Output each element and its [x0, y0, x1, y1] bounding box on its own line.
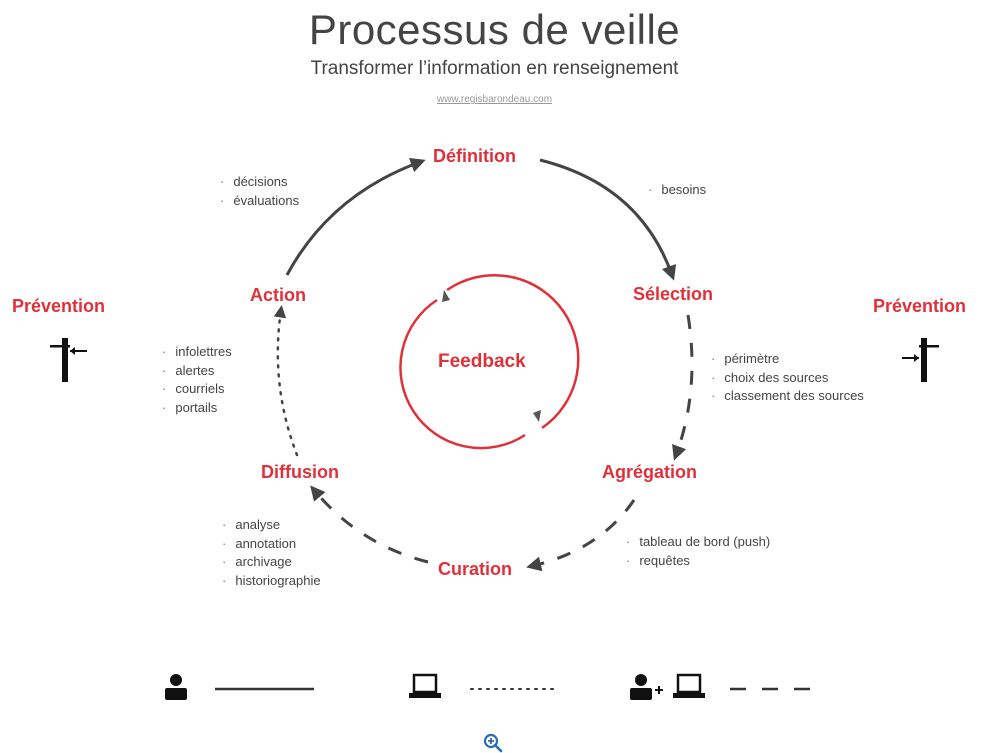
arrow-agregation-curation	[526, 499, 636, 572]
note-item: infolettres	[162, 343, 231, 362]
prevention-left-icon	[50, 338, 87, 382]
prevention-right-icon	[902, 338, 939, 382]
prevention-right-label: Prévention	[873, 296, 967, 316]
note-item: périmètre	[711, 350, 864, 369]
stage-curation: Curation	[438, 559, 512, 579]
zoom-in-icon	[483, 733, 503, 753]
note-item: besoins	[648, 181, 706, 200]
stage-action: Action	[250, 285, 306, 305]
note-item: courriels	[162, 380, 232, 399]
note-item: analyse	[222, 516, 321, 535]
notes-agregation-curation: tableau de bord (push) requêtes	[626, 533, 770, 570]
arrow-action-definition	[285, 158, 426, 276]
note-item: portails	[162, 399, 232, 418]
note-item: alertes	[162, 362, 232, 381]
notes-action-definition: décisions évaluations	[220, 173, 299, 210]
stage-definition: Définition	[433, 146, 516, 166]
note-item: évaluations	[220, 192, 299, 211]
note-item: archivage	[222, 553, 321, 572]
stage-selection: Sélection	[633, 284, 714, 304]
notes-diffusion-action: infolettres alertes courriels portails	[162, 343, 232, 418]
note-item: historiographie	[222, 572, 320, 591]
note-item: décisions	[220, 173, 299, 192]
note-item: requêtes	[626, 552, 770, 571]
arrow-selection-agregation	[672, 314, 694, 461]
legend-laptop-icon	[409, 673, 441, 698]
legend-person-plus-laptop-icon	[630, 673, 705, 700]
note-item: annotation	[222, 535, 321, 554]
notes-curation-diffusion: analyse annotation archivage historiogra…	[222, 516, 321, 591]
arrow-curation-diffusion	[310, 485, 429, 564]
notes-selection-agregation: périmètre choix des sources classement d…	[711, 350, 864, 406]
diagram-title: Processus de veille	[308, 6, 681, 53]
note-item: classement des sources	[711, 387, 863, 406]
notes-definition-selection: besoins	[648, 181, 706, 200]
feedback-cycle	[399, 274, 580, 450]
note-item: choix des sources	[711, 369, 864, 388]
diagram-subtitle: Transformer l’information en renseigneme…	[310, 58, 679, 79]
prevention-left-label: Prévention	[12, 296, 106, 316]
legend-person-icon	[165, 674, 187, 700]
zoom-button[interactable]	[482, 733, 504, 753]
note-item: tableau de bord (push)	[626, 533, 770, 552]
arrow-diffusion-action	[273, 305, 299, 457]
stage-diffusion: Diffusion	[261, 462, 339, 482]
source-link[interactable]: www.regisbarondeau.com	[436, 94, 553, 105]
stage-feedback: Feedback	[438, 351, 526, 372]
stage-agregation: Agrégation	[602, 462, 698, 482]
arrow-definition-selection	[539, 158, 677, 281]
